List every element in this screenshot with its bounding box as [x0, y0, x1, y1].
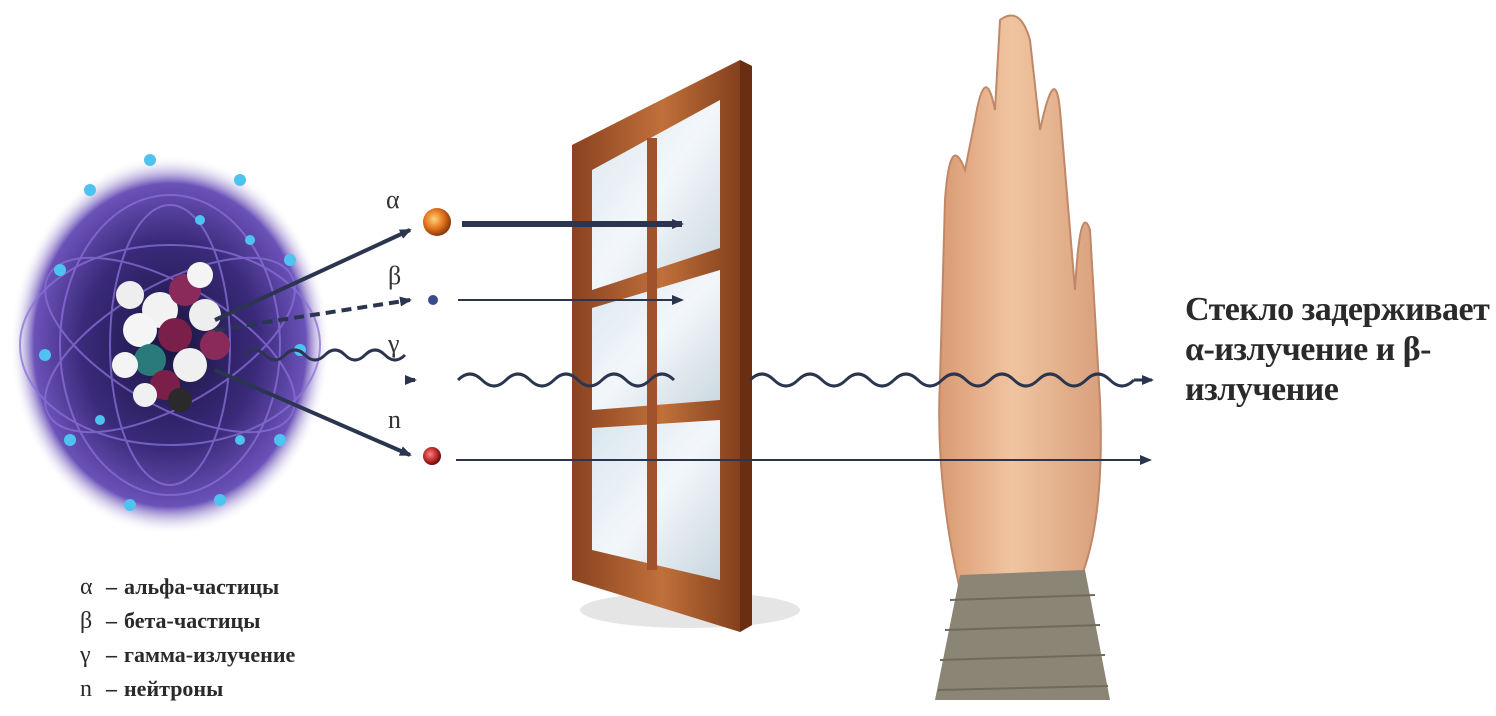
legend: α–альфа-частицы β–бета-частицы γ–гамма-и… — [80, 570, 295, 706]
legend-text: гамма-излучение — [124, 642, 295, 667]
alpha-particle — [423, 208, 451, 236]
legend-symbol: α — [80, 570, 106, 604]
legend-item-alpha: α–альфа-частицы — [80, 570, 295, 604]
caption-line: Стекло задерживает — [1185, 290, 1485, 330]
legend-text: альфа-частицы — [124, 574, 279, 599]
legend-symbol: n — [80, 672, 106, 706]
gamma-symbol: γ — [387, 329, 400, 358]
caption-line: α-излучение и β- — [1185, 330, 1485, 370]
atom-illustration — [10, 154, 330, 535]
neutron-symbol: n — [388, 405, 401, 434]
legend-item-neutron: n–нейтроны — [80, 672, 295, 706]
caption-line: излучение — [1185, 370, 1485, 410]
hand-illustration — [935, 16, 1110, 701]
legend-text: бета-частицы — [124, 608, 260, 633]
legend-symbol: γ — [80, 638, 106, 672]
neutron-particle — [423, 447, 441, 465]
beta-particle — [428, 295, 438, 305]
beta-symbol: β — [388, 261, 401, 290]
alpha-symbol: α — [386, 185, 400, 214]
legend-symbol: β — [80, 604, 106, 638]
legend-text: нейтроны — [124, 676, 223, 701]
caption: Стекло задерживает α-излучение и β- излу… — [1185, 290, 1485, 410]
legend-item-gamma: γ–гамма-излучение — [80, 638, 295, 672]
glass-window — [572, 60, 800, 632]
legend-item-beta: β–бета-частицы — [80, 604, 295, 638]
